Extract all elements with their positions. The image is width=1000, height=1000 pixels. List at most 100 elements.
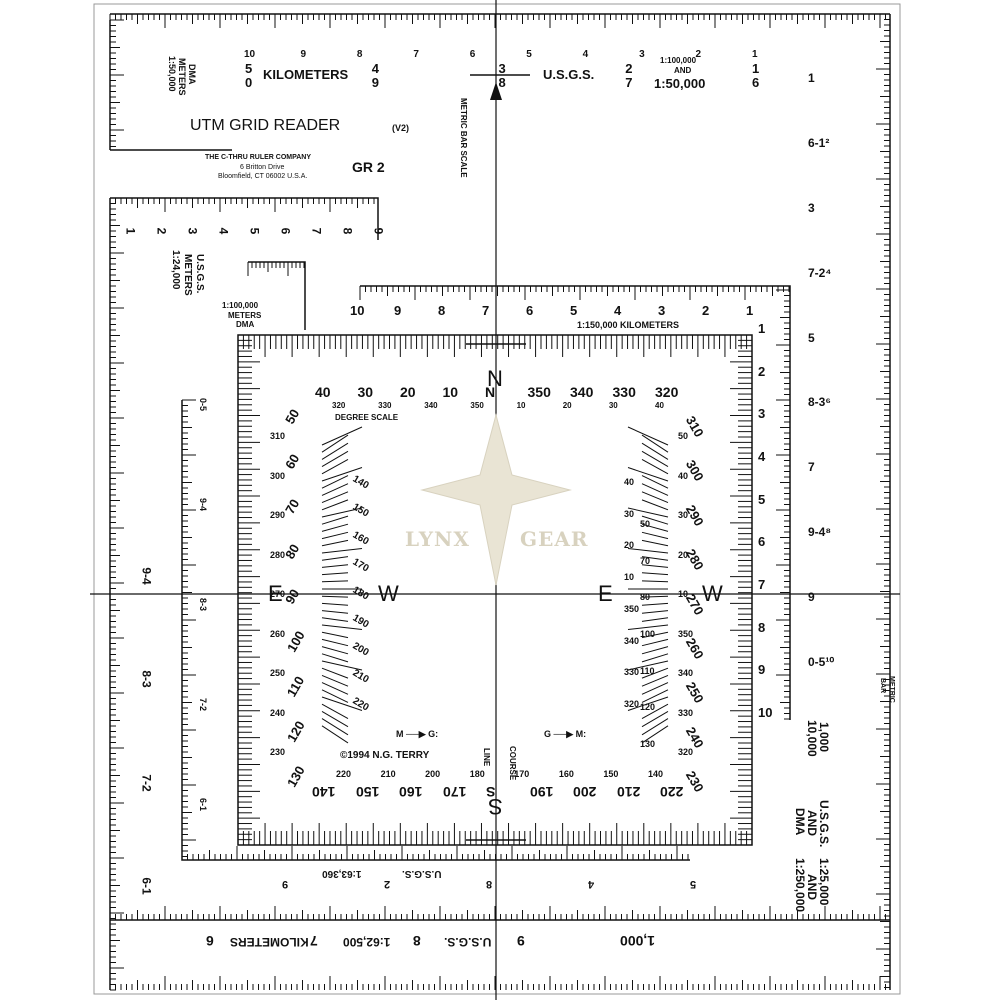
fan-tick-left [321,507,363,518]
fan-tick-right [641,602,669,606]
degree-bottom-inner-number: 200 [425,769,441,779]
inner-top-number: 10 [350,303,365,318]
maker-address-2: Bloomfield, CT 06002 U.S.A. [218,173,308,180]
inner-top-number: 7 [482,303,490,318]
fan-tick-left [321,617,349,622]
inner-right-number: 2 [758,363,766,379]
degree-right-inner-number: 330 [678,707,694,718]
fan-tick-right [641,595,669,598]
degree-top-inner-number: 330 [378,401,392,410]
label-right-and2: AND [805,874,819,900]
top-ruler-number: 9 [300,49,306,60]
degree-bottom-number: 170 [442,784,466,800]
degree-top-number: 350 [527,384,551,400]
label-top-usgs: U.S.G.S. [543,67,595,82]
fan-tick-right [641,674,669,687]
fan-tick-left [321,556,349,561]
fan-tick-right [641,491,669,504]
degree-top-inner-number: 350 [470,401,484,410]
degree-left-inner-number: 290 [270,510,286,520]
top-ruler-number: 10 [244,49,256,60]
degree-left-inner-number: 270 [270,589,286,599]
fan-tick-left [321,539,349,547]
degree-bottom-inner-number: 150 [603,769,619,779]
cardinal-w-right: W [702,581,723,606]
degree-left-inner-number: 260 [270,628,286,639]
mid-ruler-number: 1 [123,227,138,235]
label-right-metric: METRIC [888,676,895,703]
top-ruler-third-number: 9 [371,75,379,90]
copyright: ©1994 N.G. TERRY [340,750,430,761]
cardinal-n: N [487,366,503,391]
label-line: LINE [482,748,491,767]
fan-tick-left [321,595,349,598]
fan-tick-right [641,556,669,561]
fan-tick-right [627,548,669,554]
fan-tick-left [321,580,349,583]
fan-tick-right [641,572,669,576]
fan-tick-right [627,624,669,630]
label-bottom2-ratio: 1:62,500 [343,935,391,949]
fan-tick-right [641,450,669,468]
inner-right-fan-number: 40 [624,477,635,487]
fan-tick-left [321,483,349,496]
fan-tick-right [641,539,669,547]
fan-tick-right [641,442,669,460]
right-edge-number: 6-1² [808,135,830,150]
bottom2-number: 8 [413,933,421,949]
fan-tick-right [641,475,669,489]
compass-rose-icon [420,413,572,586]
product-version: (V2) [392,123,410,133]
top-ruler-second-number: 5 [245,61,253,76]
fan-tick-left [321,572,349,576]
degree-right-inner-number: 340 [678,668,694,678]
label-top-left-ratio: 1:50,000 [167,56,177,92]
degree-bottom-inner-number: 180 [469,769,485,779]
bottom2-number: 9 [516,933,525,949]
fan-tick-right [627,426,669,446]
inner-right-number: 10 [758,705,773,720]
degree-left-inner-number: 250 [270,668,286,678]
bottom-ruler-number: 4 [588,878,595,890]
degree-bottom-number: 200 [573,784,597,800]
fan-tick-right [641,631,669,639]
label-top-and: AND [674,66,692,75]
bottom2-number: 1,000 [620,933,656,949]
inner-left-number: 8-3 [198,597,209,612]
mid-ruler-number: 9 [371,227,386,235]
inner-right-fan2-number: 110 [640,665,655,676]
fan-tick-right [641,458,669,475]
fan-tick-left [321,710,349,728]
fan-tick-left [321,646,349,655]
degree-right-inner-number: 350 [678,628,694,639]
degree-bottom-number: 160 [399,784,423,800]
fan-tick-right [641,710,669,728]
fan-tick-left [321,610,349,614]
degree-left-inner-number: 280 [270,549,286,560]
inner-right-number: 8 [758,619,766,635]
label-metric-bar-scale: METRIC BAR SCALE [459,98,468,178]
mid-ruler-number: 7 [309,227,324,235]
degree-bottom-inner-number: 210 [380,769,396,779]
label-right-tenthousand: 10,000 [805,720,819,757]
label-right-usgs: U.S.G.S. [817,800,831,848]
mid-ruler-number: 8 [340,227,355,235]
fan-tick-left [321,475,349,489]
right-edge-number: 9 [808,590,815,605]
inner-left-number: 0-5 [198,397,209,412]
fan-tick-right [641,580,669,583]
fan-tick-right [641,531,669,540]
fan-tick-right [641,667,669,679]
left-edge-number: 7-2 [139,773,154,792]
top-ruler-third-number: 8 [498,75,506,90]
label-small-unit: METERS [228,311,262,320]
inner-right-fan2-number: 80 [640,592,651,603]
fan-tick-right [641,646,669,655]
label-right-bar: BAR [879,678,886,694]
top-ruler-second-number: 2 [625,61,633,76]
right-edge-number: 1 [808,71,815,85]
fan-tick-left [321,523,349,532]
inner-right-fan-number: 20 [624,540,635,551]
fan-tick-right [641,564,669,568]
inner-top-number: 2 [702,303,710,318]
